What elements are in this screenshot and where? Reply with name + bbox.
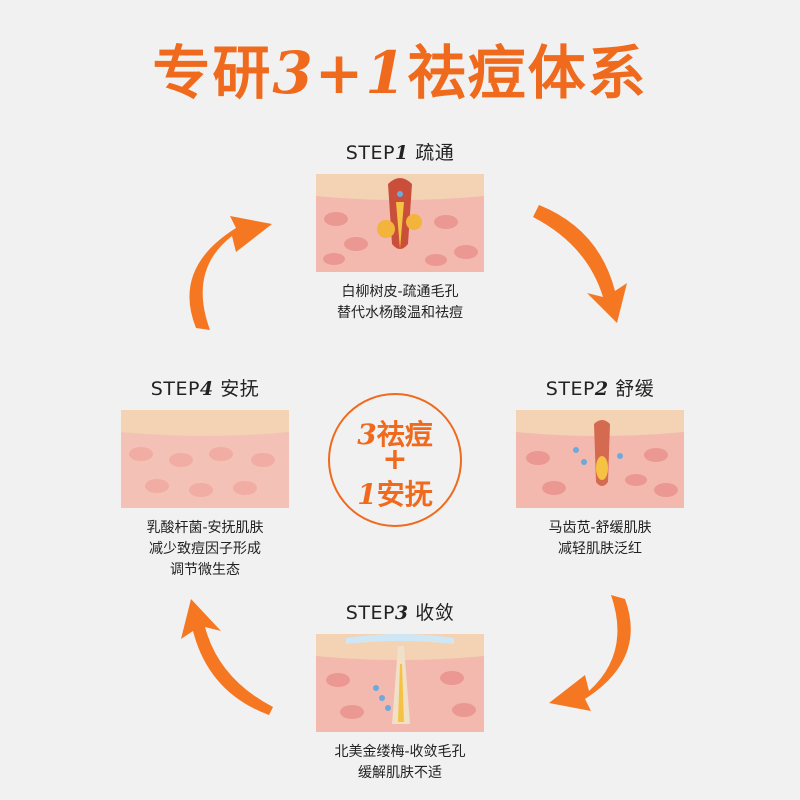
step-1-description: 白柳树皮-疏通毛孔 替代水杨酸温和祛痘 xyxy=(285,282,515,324)
center-text: 安抚 xyxy=(377,478,433,511)
page-title: 专研3+1祛痘体系 xyxy=(0,26,800,110)
description-line: 缓解肌肤不适 xyxy=(285,763,515,784)
step-3-title: STEP3 收敛 xyxy=(285,600,515,626)
step-1-title: STEP1 疏通 xyxy=(285,140,515,166)
description-line: 马齿苋-舒缓肌肤 xyxy=(485,518,715,539)
step-name: 舒缓 xyxy=(615,378,654,400)
step-2-title: STEP2 舒缓 xyxy=(485,376,715,402)
description-line: 白柳树皮-疏通毛孔 xyxy=(285,282,515,303)
step-number: 4 xyxy=(200,378,214,400)
skin-cross-section-icon xyxy=(316,174,484,272)
skin-cross-section-icon xyxy=(516,410,684,508)
step-number: 3 xyxy=(395,602,409,624)
center-number: 1 xyxy=(357,478,376,511)
center-plus: + xyxy=(330,445,460,475)
description-line: 调节微生态 xyxy=(90,560,320,581)
title-prefix: 专研 xyxy=(152,39,272,107)
step-name: 疏通 xyxy=(415,142,454,164)
skin-cross-section-icon xyxy=(316,634,484,732)
step-2: STEP2 舒缓 马齿苋-舒缓肌肤 减轻肌肤泛红 xyxy=(485,376,715,560)
curved-arrow-icon xyxy=(168,212,278,332)
center-summary-circle: 3祛痘 + 1安抚 xyxy=(328,393,462,527)
step-label: STEP xyxy=(151,378,200,400)
center-line-2: 1安抚 xyxy=(330,473,460,513)
step-3-description: 北美金缕梅-收敛毛孔 缓解肌肤不适 xyxy=(285,742,515,784)
description-line: 减少致痘因子形成 xyxy=(90,539,320,560)
step-4: STEP4 安抚 乳酸杆菌-安抚肌肤 减少致痘因子形成 调节微生态 xyxy=(90,376,320,581)
step-name: 收敛 xyxy=(415,602,454,624)
description-line: 减轻肌肤泛红 xyxy=(485,539,715,560)
step-number: 2 xyxy=(595,378,609,400)
description-line: 替代水杨酸温和祛痘 xyxy=(285,303,515,324)
curved-arrow-icon xyxy=(525,205,635,325)
description-line: 北美金缕梅-收敛毛孔 xyxy=(285,742,515,763)
step-1: STEP1 疏通 白柳树皮-疏通毛孔 替代水杨酸温和祛痘 xyxy=(285,140,515,324)
step-number: 1 xyxy=(395,142,409,164)
step-label: STEP xyxy=(546,378,595,400)
description-line: 乳酸杆菌-安抚肌肤 xyxy=(90,518,320,539)
curved-arrow-icon xyxy=(545,595,655,715)
step-2-description: 马齿苋-舒缓肌肤 减轻肌肤泛红 xyxy=(485,518,715,560)
step-4-title: STEP4 安抚 xyxy=(90,376,320,402)
step-name: 安抚 xyxy=(220,378,259,400)
step-label: STEP xyxy=(346,142,395,164)
step-4-description: 乳酸杆菌-安抚肌肤 减少致痘因子形成 调节微生态 xyxy=(90,518,320,581)
skin-cross-section-icon xyxy=(121,410,289,508)
title-number: 3+1 xyxy=(272,39,407,107)
step-3: STEP3 收敛 北美金缕梅-收敛毛孔 缓解肌肤不适 xyxy=(285,600,515,784)
step-label: STEP xyxy=(346,602,395,624)
curved-arrow-icon xyxy=(175,595,285,715)
title-suffix: 祛痘体系 xyxy=(408,39,648,107)
